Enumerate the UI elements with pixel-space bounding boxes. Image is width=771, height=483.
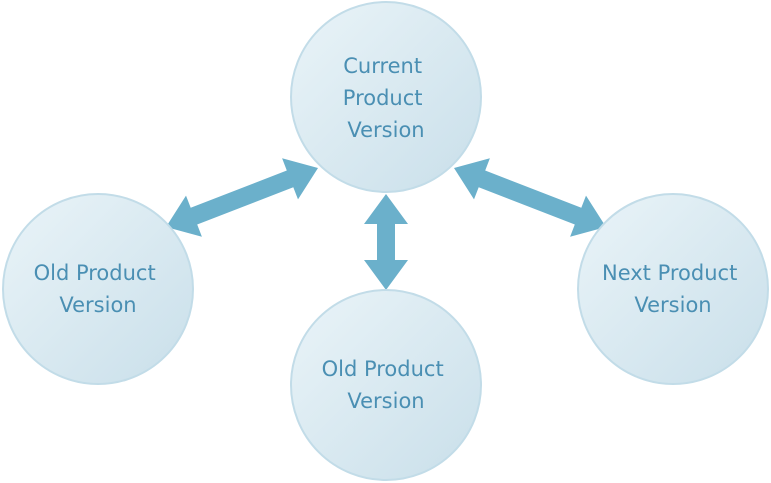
node-old-left-circle (2, 193, 194, 385)
node-current: Current Product Version (290, 1, 482, 193)
node-old-bottom-line-1: Old Product (322, 357, 444, 381)
node-next: Next Product Version (577, 193, 769, 385)
node-current-line-1: Current (343, 54, 422, 78)
node-old-bottom-line-2: Version (347, 389, 424, 413)
double-arrow-current-to-old-bottom (364, 194, 408, 290)
node-next-circle (577, 193, 769, 385)
svg-text:Old Product Version: Old Product Version (322, 357, 451, 413)
double-arrow-current-to-next (454, 158, 606, 237)
node-current-line-3: Version (347, 118, 424, 142)
node-old-bottom: Old Product Version (290, 289, 482, 481)
double-arrow-current-to-old-left (166, 158, 318, 237)
svg-text:Old Product Version: Old Product Version (34, 261, 163, 317)
svg-text:Next Product Version: Next Product Version (602, 261, 744, 317)
arrows-layer (166, 158, 606, 290)
node-old-left-line-2: Version (59, 293, 136, 317)
node-old-left-line-1: Old Product (34, 261, 156, 285)
node-next-line-1: Next Product (602, 261, 737, 285)
svg-text:Current Product Ve: Current Product Version (343, 54, 429, 142)
node-current-circle (290, 1, 482, 193)
node-current-line-2: Product (343, 86, 423, 110)
node-old-bottom-circle (290, 289, 482, 481)
node-next-line-2: Version (634, 293, 711, 317)
node-old-left: Old Product Version (2, 193, 194, 385)
